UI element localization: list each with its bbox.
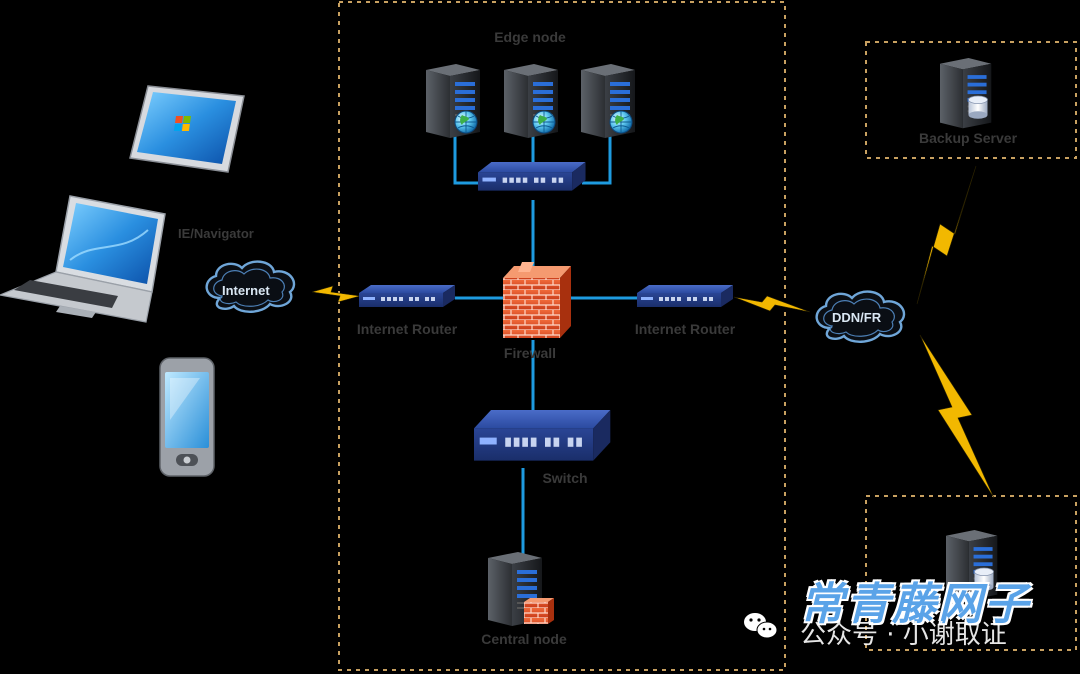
- brick-firewall-icon: [524, 598, 554, 624]
- globe-icon: [532, 110, 556, 134]
- edge-switch[interactable]: [478, 162, 586, 191]
- router-icon: [637, 285, 733, 307]
- wired-links: [453, 135, 640, 560]
- branch-site-boundary: [865, 495, 1077, 651]
- lightning-internet-router: [311, 285, 361, 303]
- switch-label: Switch: [542, 470, 588, 486]
- tablet-icon: [129, 85, 245, 173]
- smartphone-icon: [159, 357, 215, 477]
- database-icon: [974, 567, 994, 591]
- wechat-icon: [744, 613, 778, 639]
- internet-router-right[interactable]: [637, 285, 733, 307]
- wan-links: [311, 165, 995, 499]
- lightning-router-ddn: [733, 295, 811, 313]
- laptop-icon: [0, 195, 166, 323]
- backup-server-label: Backup Server: [918, 130, 1018, 146]
- edge-server-1[interactable]: [426, 64, 480, 138]
- network-switch-icon: [478, 162, 586, 191]
- internet-cloud-label: Internet: [222, 283, 270, 298]
- central-node-label: Central node: [481, 631, 567, 647]
- watermark-brand: 常青藤网子: [800, 579, 1030, 630]
- edge-node-label: Edge node: [494, 29, 566, 45]
- backup-server[interactable]: [940, 58, 992, 129]
- watermark-sub: 公众号 · 小谢取证: [800, 620, 1007, 650]
- central-site-boundary: [338, 1, 786, 671]
- backup-site-boundary: [865, 41, 1077, 159]
- main-switch[interactable]: [474, 410, 611, 461]
- internet-router-right-label: Internet Router: [634, 321, 736, 337]
- firewall-label: Firewall: [503, 345, 557, 361]
- internet-router-left-label: Internet Router: [356, 321, 458, 337]
- firewall[interactable]: [503, 262, 571, 338]
- lightning-ddn-branch: [919, 334, 995, 499]
- tablet-client[interactable]: [129, 85, 245, 173]
- edge-server-3[interactable]: [581, 64, 635, 138]
- edge-server-2[interactable]: [504, 64, 558, 138]
- globe-icon: [454, 110, 478, 134]
- network-switch-icon: [474, 410, 611, 461]
- internet-router-left[interactable]: [359, 285, 455, 307]
- lightning-ddn-backup: [916, 165, 977, 305]
- globe-icon: [609, 110, 633, 134]
- ie-navigator-label: IE/Navigator: [178, 226, 254, 241]
- database-icon: [968, 95, 988, 119]
- link-server1-switch: [453, 135, 485, 185]
- ddn-cloud-label: DDN/FR: [832, 310, 882, 325]
- router-icon: [359, 285, 455, 307]
- link-server3-switch: [582, 135, 612, 185]
- central-node-server[interactable]: [488, 552, 554, 626]
- branch-server[interactable]: [946, 530, 998, 601]
- smartphone-client[interactable]: [159, 357, 215, 477]
- brick-firewall-icon: [503, 262, 571, 338]
- laptop-client[interactable]: [0, 195, 166, 323]
